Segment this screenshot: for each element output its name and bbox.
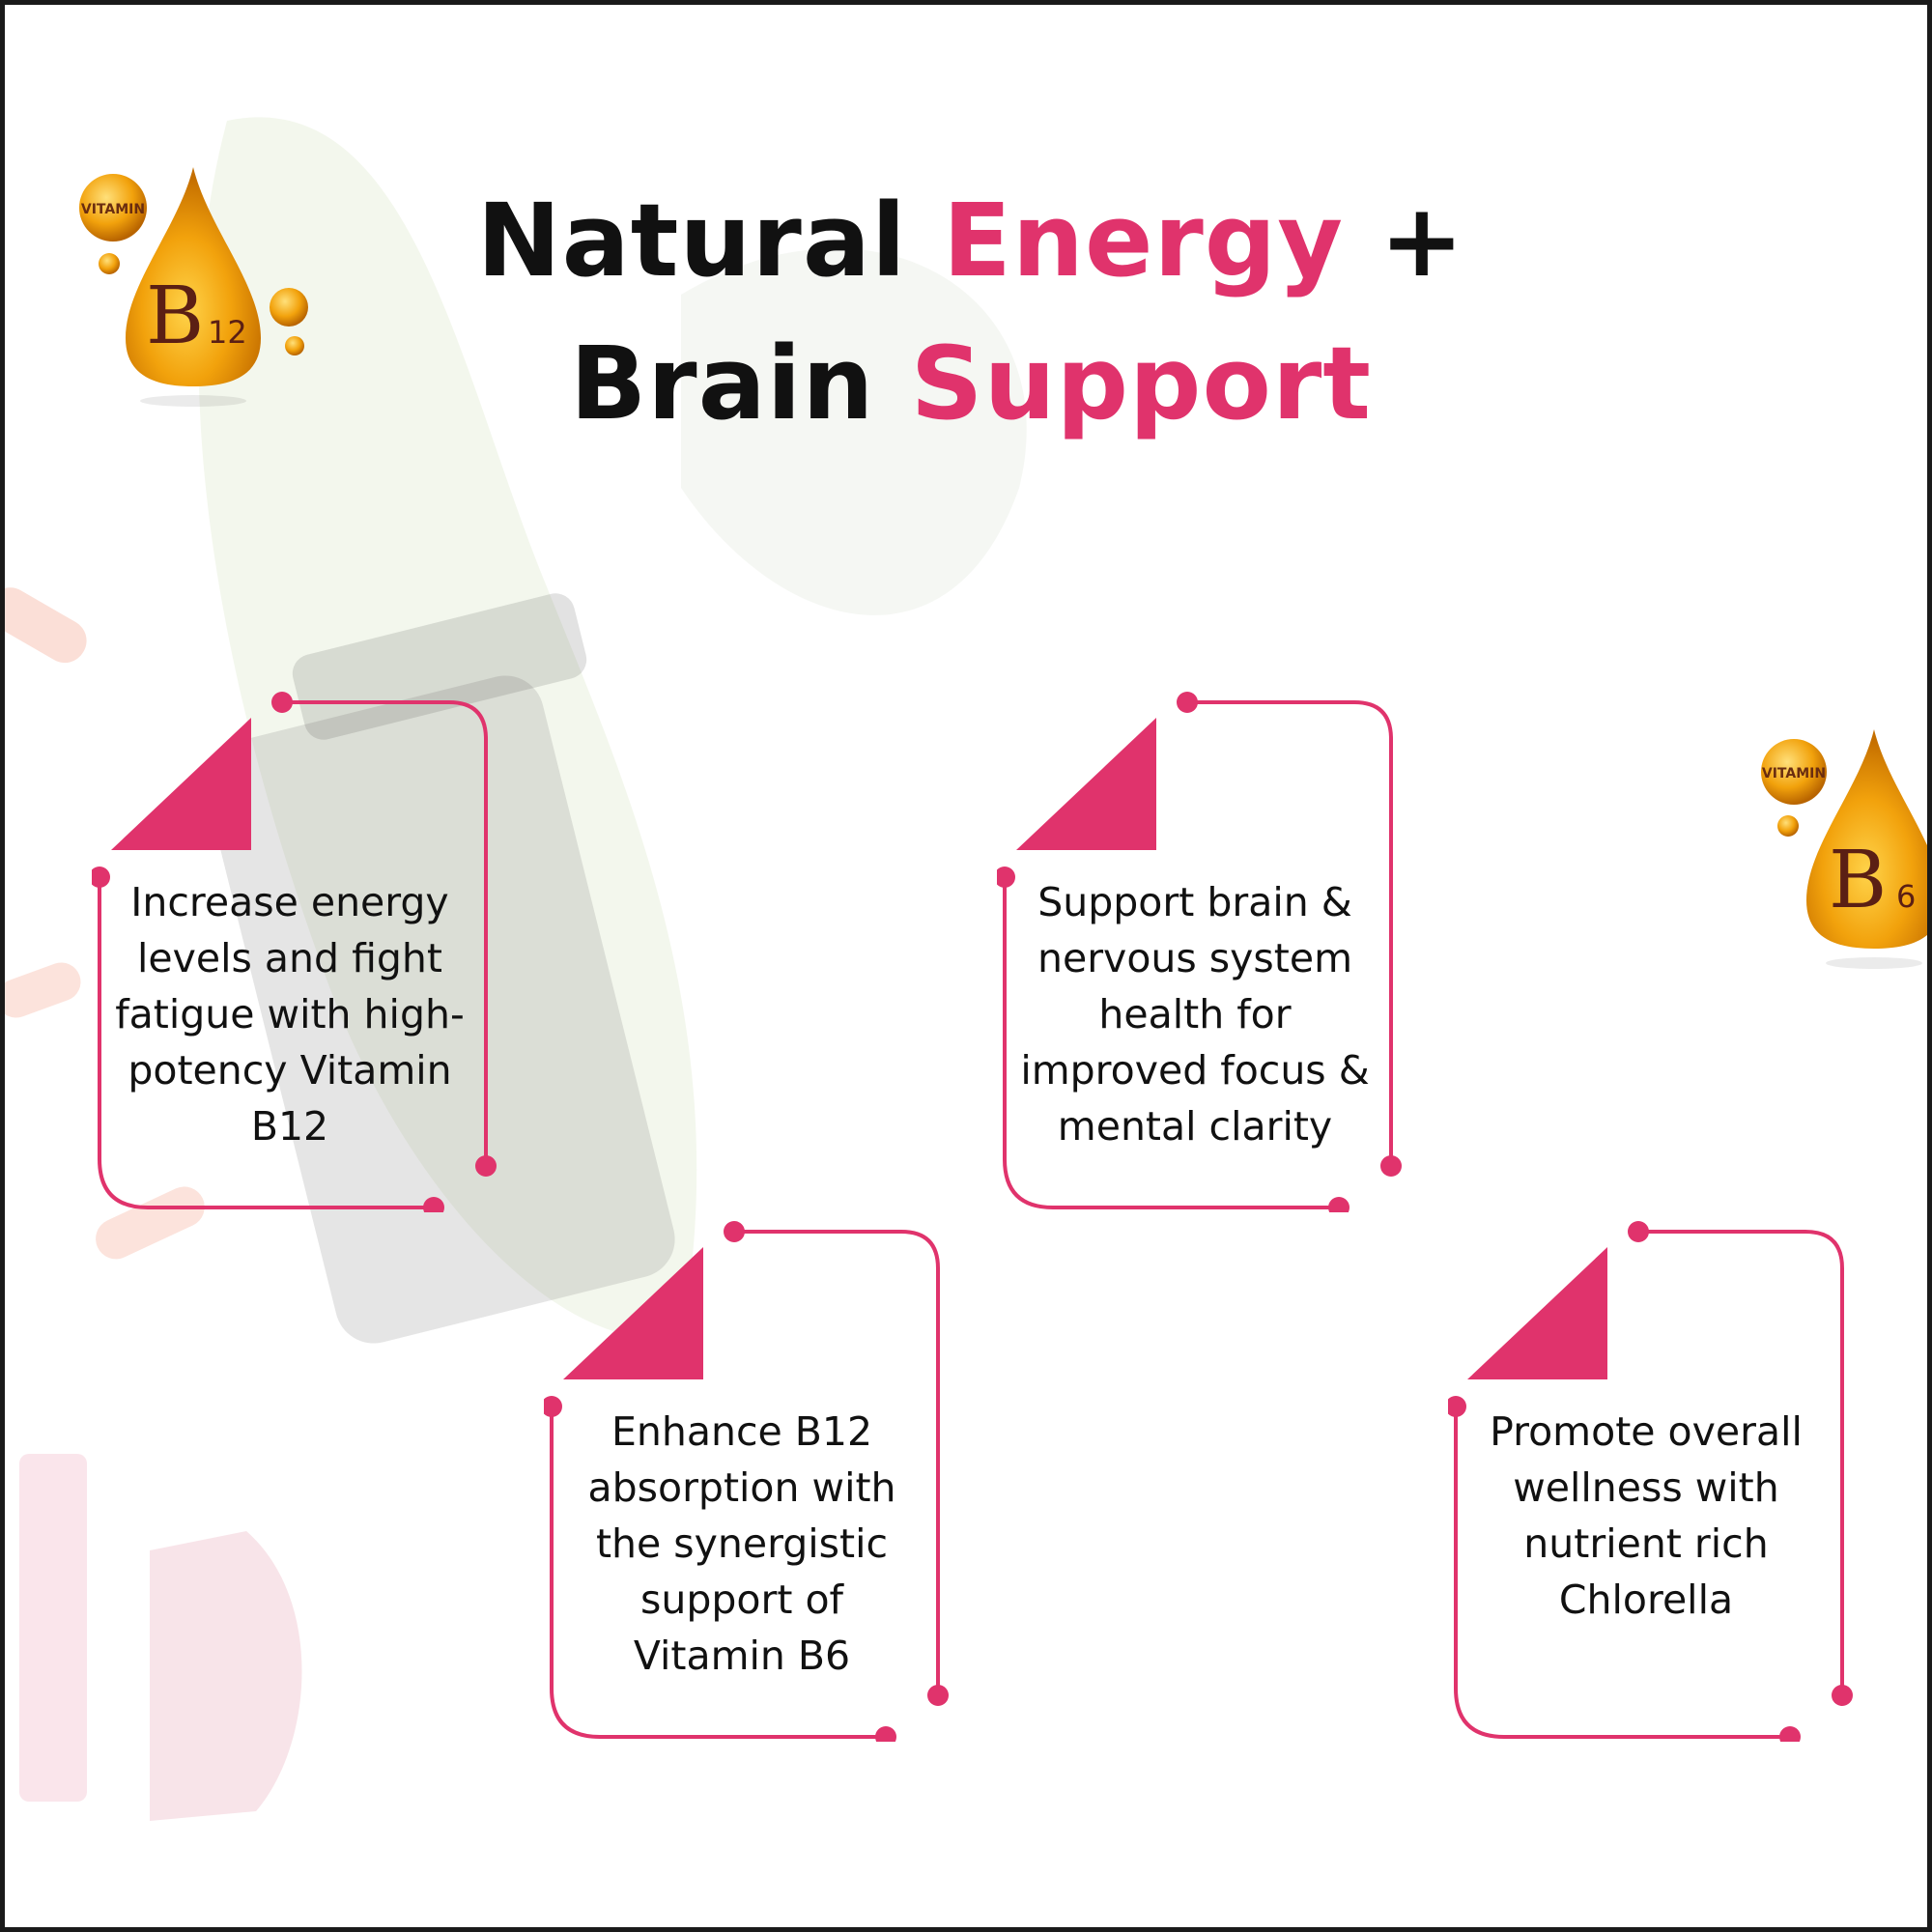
title-line-2: Brain Support — [5, 312, 1927, 455]
title-word-support: Support — [910, 325, 1372, 442]
card-frame — [92, 692, 497, 1212]
svg-text:VITAMIN: VITAMIN — [81, 202, 145, 217]
svg-text:B: B — [146, 270, 204, 362]
card-frame — [997, 692, 1402, 1212]
benefit-card: Increase energy levels and fight fatigue… — [92, 681, 507, 1212]
title-plus: + — [1379, 182, 1465, 299]
card-frame — [1448, 1221, 1853, 1742]
benefit-text: Promote overall wellness with nutrient r… — [1490, 1408, 1803, 1623]
corner-triangle-icon — [1467, 1247, 1607, 1379]
benefit-card: Enhance B12 absorption with the synergis… — [544, 1210, 959, 1742]
benefit-text: Increase energy levels and fight fatigue… — [115, 879, 465, 1150]
benefit-text: Enhance B12 absorption with the synergis… — [587, 1408, 896, 1679]
page-title: Natural Energy + Brain Support — [5, 169, 1927, 455]
card-frame — [544, 1221, 949, 1742]
corner-triangle-icon — [563, 1247, 703, 1379]
title-word-natural: Natural — [476, 182, 907, 299]
vitamin-b6-drop-icon: VITAMIN B 6 — [1761, 729, 1927, 969]
title-line-1: Natural Energy + — [5, 169, 1927, 312]
corner-triangle-icon — [1016, 718, 1156, 850]
corner-triangle-icon — [111, 718, 251, 850]
svg-text:B: B — [1829, 835, 1887, 926]
benefit-card: Support brain & nervous system health fo… — [997, 681, 1412, 1212]
benefit-text: Support brain & nervous system health fo… — [1020, 879, 1370, 1150]
vitamin-b12-drop-icon: VITAMIN B 12 — [79, 167, 308, 407]
svg-text:VITAMIN: VITAMIN — [1762, 766, 1826, 781]
title-word-energy: Energy — [942, 182, 1345, 299]
svg-text:12: 12 — [208, 314, 247, 351]
title-word-brain: Brain — [570, 325, 875, 442]
svg-text:6: 6 — [1896, 878, 1916, 915]
benefit-card: Promote overall wellness with nutrient r… — [1448, 1210, 1863, 1742]
